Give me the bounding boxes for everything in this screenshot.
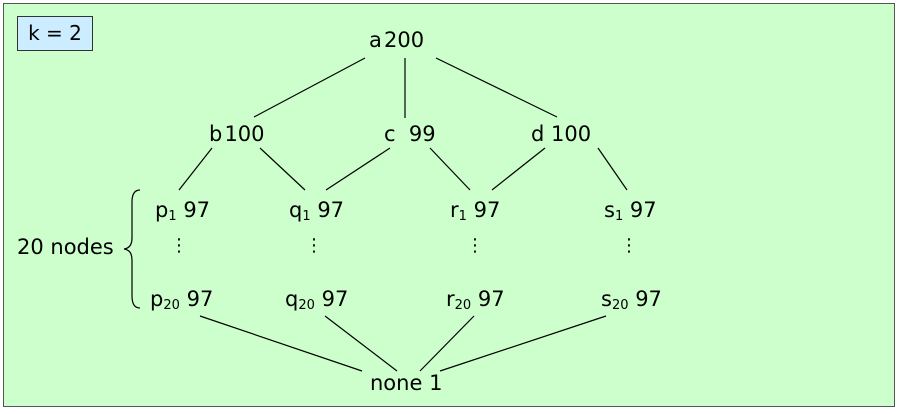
ellipsis-p: ⋮ [170,237,188,255]
edge-c-r1 [429,147,471,191]
ellipsis-r: ⋮ [466,237,484,255]
node-s1: s1 97 [604,198,657,224]
node-b: b 100 [209,122,265,146]
k-parameter-box: k = 2 [17,16,93,51]
diagram-panel [3,3,895,407]
ellipsis-s: ⋮ [620,237,638,255]
edge-c-q1 [325,147,391,191]
node-d: d 100 [531,122,592,146]
ellipsis-q: ⋮ [305,237,323,255]
range-label: 20 nodes [17,235,114,259]
node-p20: p20 97 [150,287,214,313]
edge-r20-none [419,315,475,372]
edge-d-r1 [491,147,546,191]
edge-p20-none [199,315,363,372]
node-a: a 200 [369,28,425,52]
node-q20: q20 97 [285,287,349,313]
edge-a-b [253,57,366,118]
node-q1: q1 97 [289,198,345,224]
edge-a-d [435,57,558,118]
edge-b-q1 [259,147,306,191]
node-r20: r20 97 [446,287,505,313]
range-brace [123,189,141,309]
node-s20: s20 97 [601,287,662,313]
node-p1: p1 97 [155,198,211,224]
edge-d-s1 [597,147,628,191]
node-none: none 1 [370,371,443,395]
edge-q20-none [324,315,398,372]
node-r1: r1 97 [450,198,501,224]
node-c: c 99 [384,122,436,146]
edge-b-p1 [178,147,213,191]
edge-s20-none [439,315,607,372]
